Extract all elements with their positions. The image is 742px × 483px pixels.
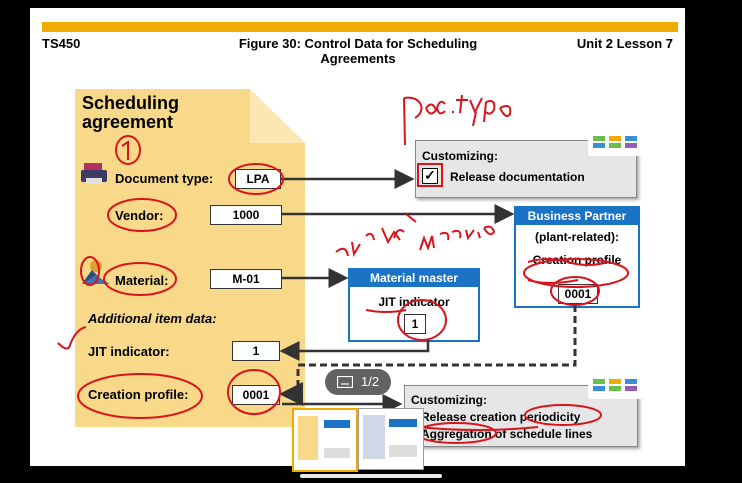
- handwriting-checkmark: [57, 326, 87, 350]
- handwriting-number-one: [121, 140, 129, 160]
- box-checkbox: [417, 163, 443, 187]
- document-type-label: Document type:: [115, 171, 214, 186]
- arrow-creation-profile-back: [279, 305, 577, 406]
- unit-lesson: Unit 2 Lesson 7: [576, 36, 673, 51]
- printer-icon: [81, 163, 107, 184]
- handwriting-pur-view: [335, 213, 417, 257]
- business-partner-creation-profile-field[interactable]: 0001: [558, 284, 598, 304]
- circle-mm-jit-value: [397, 299, 447, 341]
- thumbnail-2-doc: [363, 415, 385, 459]
- handwriting-mrp-view: [419, 225, 496, 251]
- handwriting-underlines: [365, 258, 609, 431]
- customizing-top-title: Customizing:: [422, 149, 498, 163]
- thumbnail-1-box: [324, 420, 350, 428]
- document-type-field[interactable]: LPA: [235, 169, 281, 189]
- jit-indicator-label: JIT indicator:: [88, 344, 170, 359]
- circle-doctype: [228, 163, 284, 195]
- circle-number-one: [115, 135, 141, 165]
- thumbnail-page-2[interactable]: [358, 408, 424, 470]
- slides-icon: [337, 376, 353, 388]
- course-code: TS450: [42, 36, 81, 51]
- customizing-config-icon-bottom: [588, 375, 644, 399]
- thumbnail-page-1[interactable]: [292, 408, 358, 472]
- thumbnail-2-box2: [389, 445, 417, 457]
- document-title: Scheduling agreement: [82, 94, 179, 132]
- material-master-title: Material master: [350, 270, 478, 287]
- document-title-line1: Scheduling: [82, 93, 180, 113]
- material-label: Material:: [115, 273, 169, 288]
- creation-profile-label: Creation profile:: [88, 387, 189, 402]
- page-indicator-text: 1/2: [361, 374, 380, 389]
- circle-aggregation: [415, 422, 497, 444]
- circle-periodicity: [524, 404, 602, 426]
- release-documentation-label: Release documentation: [450, 170, 585, 184]
- arrow-jit-back: [279, 340, 430, 361]
- customizing-config-icon: [588, 132, 644, 156]
- page-indicator[interactable]: 1/2: [325, 369, 391, 395]
- additional-item-data-label: Additional item data:: [88, 311, 217, 326]
- thumbnail-1-doc: [298, 416, 318, 460]
- business-partner-title: Business Partner: [516, 208, 638, 225]
- customizing-bottom-title: Customizing:: [411, 393, 487, 407]
- material-master-box: Material master JIT indicator 1: [348, 268, 480, 342]
- creation-profile-field[interactable]: 0001: [232, 385, 280, 405]
- thumbnail-2-box: [389, 419, 417, 427]
- circle-material-icon: [80, 256, 100, 286]
- circle-vendor: [107, 198, 177, 232]
- figure-title-line1: Figure 30: Control Data for Scheduling: [238, 36, 478, 51]
- business-partner-subtitle: (plant-related):: [535, 230, 619, 244]
- home-indicator: [300, 474, 442, 478]
- material-master-jit-field[interactable]: 1: [404, 314, 426, 334]
- release-documentation-checkbox[interactable]: ✓: [422, 168, 438, 184]
- circle-creation-label: [77, 373, 203, 419]
- circle-material: [103, 262, 177, 296]
- handwriting-doc-type: [403, 94, 512, 146]
- document-title-line2: agreement: [82, 112, 174, 132]
- circle-creation-value: [227, 369, 281, 415]
- vendor-label: Vendor:: [115, 208, 164, 223]
- circle-bp-value: [550, 276, 600, 306]
- business-partner-box: Business Partner (plant-related): Creati…: [514, 206, 640, 308]
- header-accent-bar: [42, 22, 678, 32]
- figure-title-line2: Agreements: [320, 51, 396, 66]
- circle-bp-creation-profile: [523, 258, 629, 288]
- release-creation-periodicity-text: Release creation periodicity: [421, 410, 581, 424]
- thumbnail-1-box2: [324, 448, 350, 458]
- customizing-creation-box: Customizing: Release creation periodicit…: [404, 385, 638, 447]
- figure-title: Figure 30: Control Data for Scheduling A…: [200, 36, 516, 66]
